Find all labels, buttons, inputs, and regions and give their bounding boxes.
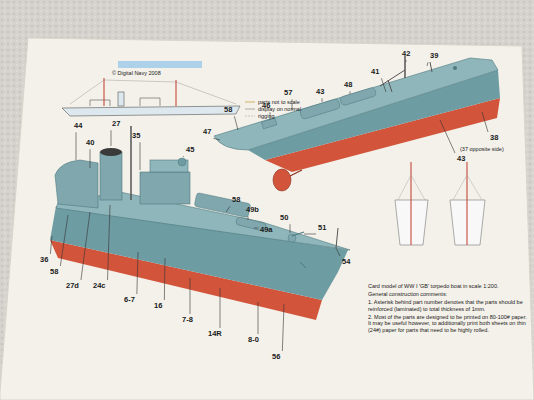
- callout-number: 40: [86, 139, 94, 147]
- leader-line: [111, 130, 112, 146]
- callout-number: 58: [224, 106, 232, 114]
- callout-number: 41: [371, 68, 379, 76]
- callout-number: 36: [40, 256, 48, 264]
- leader-line: [254, 228, 258, 229]
- leader-line: [234, 116, 238, 130]
- callout-number: 49b: [246, 206, 259, 214]
- construction-notes: Card model of WW I 'GB' torpedo boat in …: [368, 283, 528, 335]
- leader-line: [50, 236, 52, 254]
- callout-number: 54: [342, 258, 350, 266]
- leader-line: [248, 216, 249, 220]
- callout-number: 58: [50, 268, 58, 276]
- callout-number: 43: [457, 155, 465, 163]
- cross-sections: [395, 162, 485, 245]
- note-text: Card model of WW I 'GB' torpedo boat in …: [368, 283, 528, 290]
- side-profile: [62, 61, 255, 116]
- leader-line: [440, 120, 455, 153]
- leader-line: [482, 112, 488, 132]
- leader-line: [406, 60, 407, 62]
- leader-line: [108, 205, 110, 280]
- leader-line: [137, 252, 138, 294]
- callout-number: 57: [284, 89, 292, 97]
- callout-number: 35: [132, 132, 140, 140]
- callout-number: 27: [112, 120, 120, 128]
- callout-number: 44: [74, 122, 82, 130]
- callout-number: 49a: [260, 226, 273, 234]
- leader-line: [290, 224, 291, 233]
- sheet-text: rigging: [258, 113, 275, 119]
- callout-number: 51: [318, 224, 326, 232]
- note-text: 2. Most of the parts are designed to be …: [368, 314, 528, 335]
- leader-line: [226, 206, 230, 212]
- leader-line: [322, 98, 323, 102]
- callout-number: 27d: [66, 282, 79, 290]
- leader-line: [140, 142, 141, 170]
- sheet-text: (37 opposite side): [460, 146, 504, 152]
- callout-number: 46: [262, 102, 270, 110]
- leader-line: [164, 258, 166, 300]
- leader-line: [282, 304, 284, 351]
- callout-number: 58: [232, 196, 240, 204]
- callout-number: 42: [402, 50, 410, 58]
- callout-number: 43: [316, 88, 324, 96]
- main-ship: [50, 126, 350, 320]
- stern-view-ship: [214, 56, 500, 191]
- callout-number: 16: [154, 302, 162, 310]
- leader-line: [213, 138, 220, 140]
- callout-number: 50: [280, 214, 288, 222]
- leader-line: [336, 248, 340, 256]
- callout-number: 45: [186, 146, 194, 154]
- callout-number: 39: [430, 52, 438, 60]
- leader-line: [190, 278, 191, 314]
- callout-number: 14R: [208, 330, 222, 338]
- callout-number: 24c: [93, 282, 106, 290]
- leader-line: [76, 132, 77, 160]
- leader-line: [220, 288, 221, 328]
- note-text: General construction comments:: [368, 291, 528, 298]
- callout-number: 48: [344, 81, 352, 89]
- callout-number: 7-8: [182, 316, 193, 324]
- sheet-text: © Digital Navy 2008: [112, 70, 161, 76]
- leader-line: [350, 91, 351, 94]
- leader-line: [381, 78, 386, 92]
- leader-line: [183, 156, 184, 158]
- callout-number: 38: [490, 134, 498, 142]
- leader-line: [304, 234, 316, 235]
- leader-line: [258, 302, 259, 334]
- callout-number: 56: [272, 353, 280, 361]
- callout-number: 6-7: [124, 296, 135, 304]
- callout-number: 8-0: [248, 336, 259, 344]
- paper-sheet: [0, 38, 534, 400]
- leader-line: [81, 212, 90, 280]
- callout-number: 47: [203, 128, 211, 136]
- leader-line: [60, 215, 68, 266]
- note-text: 1. Asterisk behind part number denotes t…: [368, 299, 528, 313]
- leader-line: [427, 62, 428, 66]
- leader-line: [90, 149, 91, 168]
